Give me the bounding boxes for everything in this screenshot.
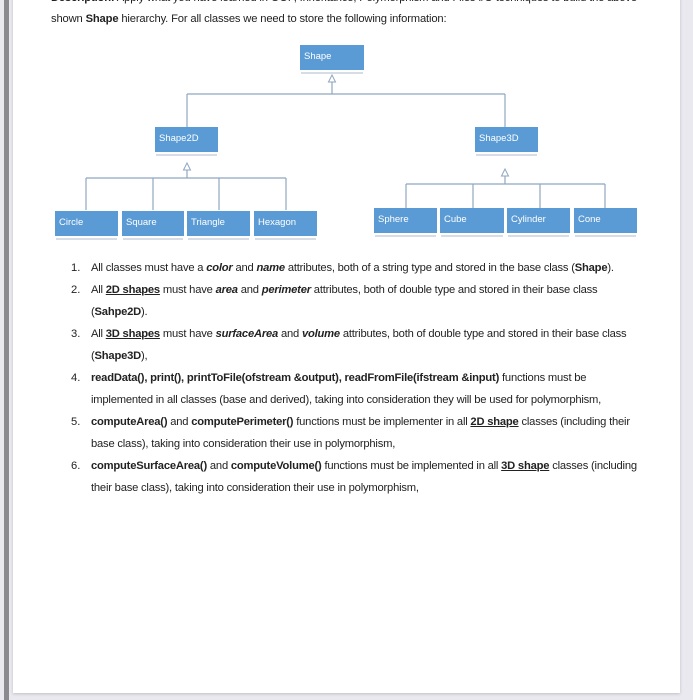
class-box-shape2d: Shape2D	[155, 127, 218, 154]
text-segment: and	[207, 460, 231, 472]
text-segment: name	[256, 262, 285, 274]
list-item-line: readData(), print(), printToFile(ofstrea…	[91, 372, 587, 384]
list-number: 4.	[71, 372, 81, 384]
list-item-line: their base class), taking into considera…	[91, 482, 419, 494]
class-box-triangle: Triangle	[187, 211, 250, 238]
class-box-cylinder: Cylinder	[507, 208, 570, 235]
document-page	[13, 0, 680, 693]
hierarchy-connectors	[85, 73, 606, 210]
class-box-circle: Circle	[55, 211, 118, 238]
text-segment: (	[91, 350, 95, 362]
list-item-line: (Shape3D),	[91, 350, 148, 362]
text-segment: shown	[51, 13, 86, 25]
text-segment: implemented in all classes (base and der…	[91, 394, 602, 406]
text-segment: functions must be	[499, 372, 587, 384]
text-segment: computeArea()	[91, 416, 168, 428]
text-segment: (	[91, 306, 95, 318]
class-box-shape3d: Shape3D	[475, 127, 538, 154]
text-segment: computeVolume()	[230, 460, 322, 472]
text-segment: ).	[141, 306, 148, 318]
list-number: 5.	[71, 416, 81, 428]
list-item-line: computeSurfaceArea() and computeVolume()…	[91, 460, 637, 472]
list-number: 3.	[71, 328, 81, 340]
text-segment: and	[232, 262, 257, 274]
text-segment: perimeter	[261, 284, 311, 296]
text-segment: and	[237, 284, 262, 296]
class-box-cone: Cone	[574, 208, 637, 235]
text-segment: Shape3D	[94, 350, 142, 362]
list-item-line: All classes must have a color and name a…	[91, 262, 614, 274]
text-segment: hierarchy. For all classes we need to st…	[118, 13, 447, 25]
class-box-cube: Cube	[440, 208, 504, 235]
list-item-line: All 2D shapes must have area and perimet…	[91, 284, 598, 296]
text-segment: 3D shapes	[105, 328, 160, 340]
text-segment: ),	[141, 350, 148, 362]
text-segment: area	[215, 284, 238, 296]
text-segment: 3D shape	[501, 460, 550, 472]
text-segment: computeSurfaceArea()	[91, 460, 207, 472]
text-segment: base class), taking into consideration t…	[91, 438, 396, 450]
description-line-1: Description: Apply what you have learned…	[51, 0, 637, 4]
class-box-shape: Shape	[300, 45, 364, 72]
text-segment: attributes, both of double type and stor…	[310, 284, 598, 296]
list-item-line: (Sahpe2D).	[91, 306, 148, 318]
text-segment: readData(), print(), printToFile(ofstrea…	[91, 372, 500, 384]
class-box-hexagon: Hexagon	[254, 211, 317, 238]
inheritance-arrow-icon	[182, 161, 192, 171]
text-segment: Sahpe2D	[94, 306, 142, 318]
list-item-line: All 3D shapes must have surfaceArea and …	[91, 328, 627, 340]
text-segment: computePerimeter()	[191, 416, 294, 428]
text-segment: surfaceArea	[215, 328, 279, 340]
text-segment: All	[91, 328, 106, 340]
text-segment: attributes, both of a string type and st…	[284, 262, 575, 274]
text-segment: classes (including	[549, 460, 637, 472]
text-segment: 2D shapes	[105, 284, 160, 296]
text-segment: Apply what you have learned in OOP, Inhe…	[114, 0, 637, 4]
text-segment: functions must be implementer in all	[293, 416, 471, 428]
class-box-sphere: Sphere	[374, 208, 437, 235]
window-edge	[4, 0, 9, 700]
text-segment: must have	[159, 284, 216, 296]
text-segment: classes (including their	[518, 416, 630, 428]
text-segment: All	[91, 284, 106, 296]
text-segment: attributes, both of double type and stor…	[339, 328, 627, 340]
class-box-square: Square	[122, 211, 184, 238]
list-number: 2.	[71, 284, 81, 296]
text-segment: 2D shape	[470, 416, 519, 428]
text-segment: Shape	[574, 262, 608, 274]
text-segment: volume	[301, 328, 340, 340]
text-segment: color	[206, 262, 233, 274]
text-segment: must have	[159, 328, 216, 340]
list-item-line: implemented in all classes (base and der…	[91, 394, 601, 406]
list-number: 1.	[71, 262, 81, 274]
text-segment: All classes must have a	[91, 262, 207, 274]
inheritance-arrow-icon	[327, 73, 337, 83]
text-segment: and	[167, 416, 192, 428]
text-segment: ).	[607, 262, 614, 274]
description-line-2: shown Shape hierarchy. For all classes w…	[51, 13, 447, 25]
text-segment: their base class), taking into considera…	[91, 482, 419, 494]
text-segment: Shape	[85, 13, 119, 25]
list-item-line: computeArea() and computePerimeter() fun…	[91, 416, 630, 428]
text-segment: and	[278, 328, 302, 340]
list-item-line: base class), taking into consideration t…	[91, 438, 395, 450]
inheritance-arrow-icon	[500, 167, 510, 177]
list-number: 6.	[71, 460, 81, 472]
text-segment: Description:	[51, 0, 115, 4]
text-segment: functions must be implemented in all	[321, 460, 502, 472]
